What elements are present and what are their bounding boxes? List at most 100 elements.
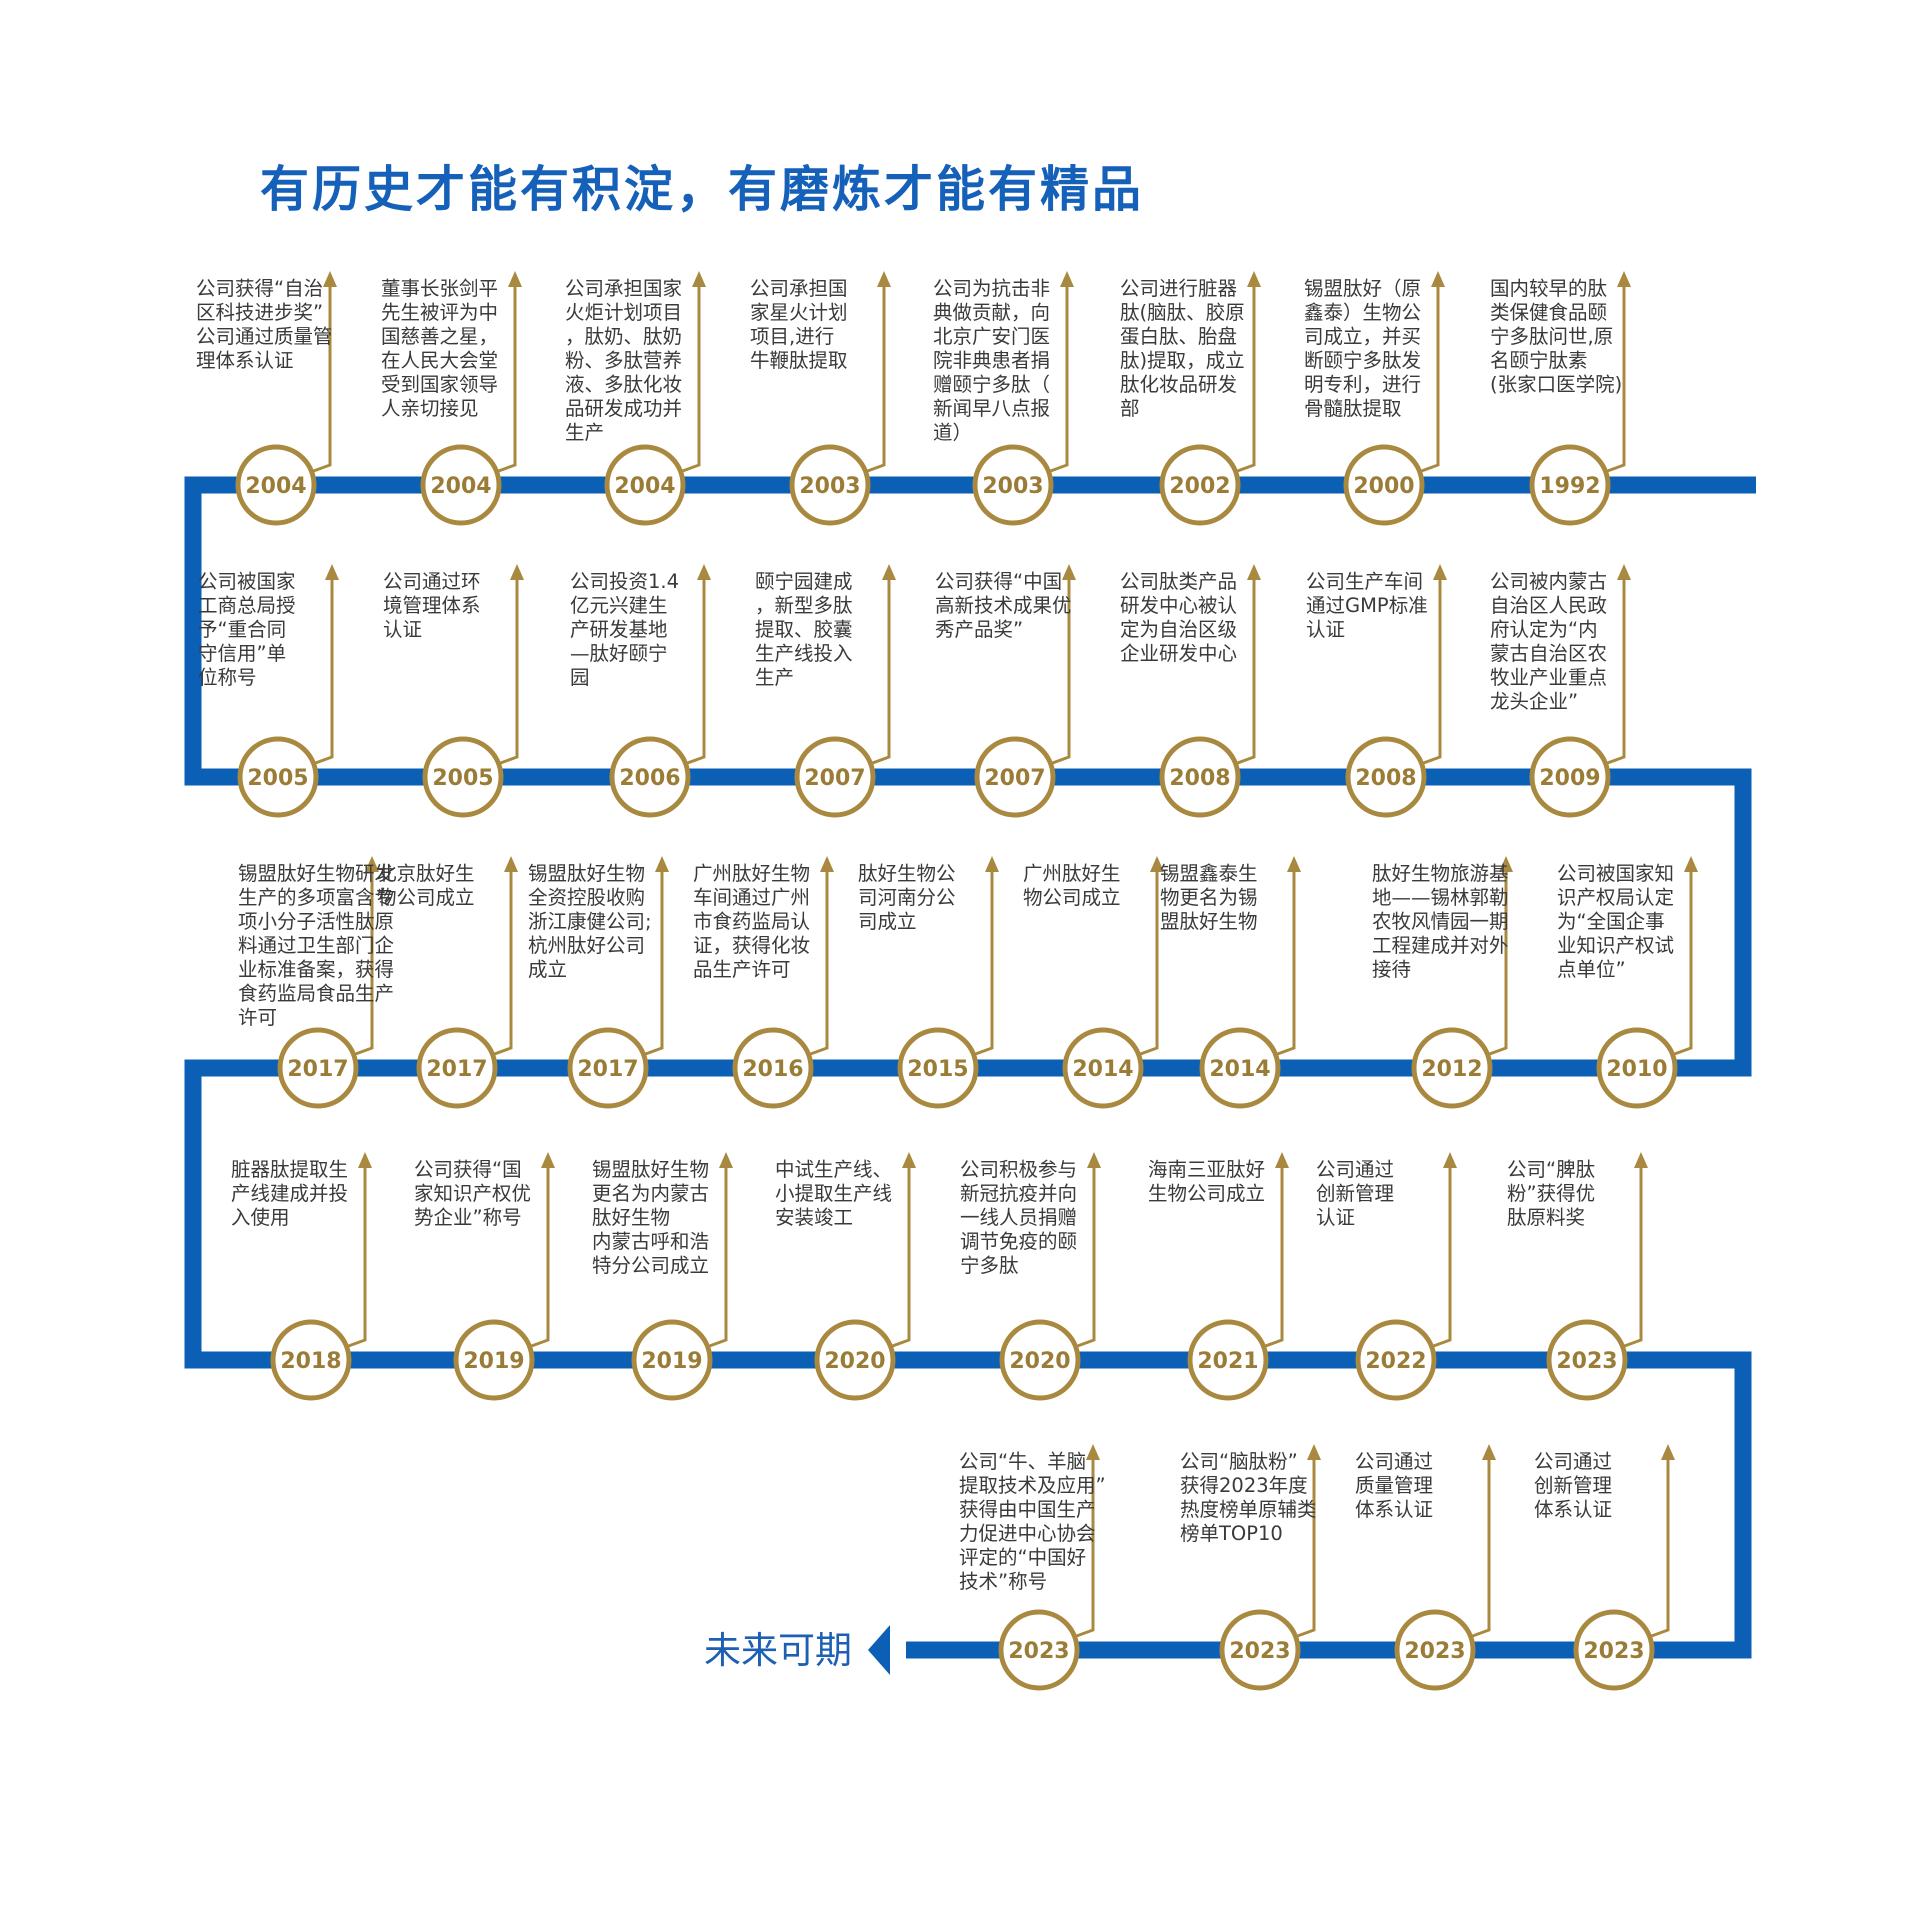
connector-arrow [681,578,706,767]
arrow-up-icon [1482,1444,1496,1460]
arrow-up-icon [541,1152,555,1168]
connector-arrow [488,870,513,1058]
connector-arrow [1046,578,1071,767]
year-circle [1159,444,1241,526]
connector-arrow [1601,578,1626,767]
event-description: 公司被国家 工商总局授 予“重合同 守信用”单 位称号 [198,570,296,689]
connector-arrow [1231,578,1256,767]
connector-arrow [1427,1166,1452,1350]
year-circle [1394,1609,1476,1691]
arrow-up-icon [1247,271,1261,287]
year-circle [631,1319,713,1401]
event-description: 公司为抗击非 典做贡献，向 北京广安门医 院非典患者捐 赠颐宁多肽（ 新闻早八点… [933,277,1051,444]
arrow-up-icon [365,856,379,872]
year-node: 2006 [609,736,691,818]
year-label: 2004 [614,474,675,499]
arrow-up-icon [1062,564,1076,580]
year-label: 2021 [1197,1349,1258,1374]
arrow-up-icon [697,564,711,580]
year-node: 2014 [1062,1027,1144,1109]
connector-arrow [1044,285,1069,475]
connector-arrow [1466,1458,1491,1640]
connector-arrow [1645,1458,1670,1640]
event-description: 肽好生物旅游基 地——锡林郭勒 农牧风情园一期 工程建成并对外 接待 [1372,862,1509,981]
year-node: 2002 [1159,444,1241,526]
year-node: 2005 [422,736,504,818]
year-node: 2018 [270,1319,352,1401]
year-label: 2014 [1209,1057,1270,1082]
arrow-up-icon [1086,1444,1100,1460]
arrow-up-icon [882,564,896,580]
year-label: 2019 [463,1349,524,1374]
year-label: 2017 [287,1057,348,1082]
arrow-up-icon [1275,1152,1289,1168]
connector-arrow [886,1166,911,1350]
connector-arrow [1231,285,1256,475]
year-circle [237,736,319,818]
arrow-up-icon [1431,271,1445,287]
year-circle [609,736,691,818]
year-circle [999,1319,1081,1401]
year-label: 2002 [1169,474,1230,499]
event-description: 公司通过环 境管理体系 认证 [383,570,481,641]
event-description: 公司通过 创新管理 体系认证 [1534,1450,1613,1521]
year-label: 2006 [619,766,680,791]
connector-arrow [1417,578,1442,767]
connector-arrow [866,578,891,767]
arrow-up-icon [358,1152,372,1168]
year-label: 2017 [577,1057,638,1082]
year-label: 2005 [432,766,493,791]
year-node: 2007 [974,736,1056,818]
event-description: 国内较早的肽 类保健食品颐 宁多肽问世,原 名颐宁肽素 (张家口医学院) [1490,277,1623,396]
year-label: 2020 [1009,1349,1070,1374]
arrow-up-icon [820,856,834,872]
event-description: 锡盟鑫泰生 物更名为锡 盟肽好生物 [1160,862,1258,933]
arrow-up-icon [1634,1152,1648,1168]
year-label: 2023 [1556,1349,1617,1374]
year-node: 2022 [1355,1319,1437,1401]
year-circle [998,1609,1080,1691]
year-circle [235,444,317,526]
year-circle [1187,1319,1269,1401]
event-description: 广州肽好生物 车间通过广州 市食药监局认 证，获得化妆 品生产许可 [693,862,811,981]
event-description: 公司获得“自治 区科技进步奖” 公司通过质量管 理体系认证 [196,277,333,372]
year-label: 1992 [1539,474,1600,499]
year-node: 2023 [998,1609,1080,1691]
arrow-up-icon [1150,856,1164,872]
year-node: 2004 [235,444,317,526]
arrow-up-icon [1443,1152,1457,1168]
year-circle [1355,1319,1437,1401]
event-description: 董事长张剑平 先生被评为中 国慈善之星， 在人民大会堂 受到国家领导 人亲切接见 [381,277,499,420]
event-description: 公司被内蒙古 自治区人民政 府认定为“内 蒙古自治区农 牧业产业重点 龙头企业” [1490,570,1608,713]
year-label: 2005 [247,766,308,791]
arrow-up-icon [1247,564,1261,580]
event-description: 公司通过 创新管理 认证 [1316,1158,1395,1229]
connector-arrow [969,870,994,1058]
arrow-up-icon [692,271,706,287]
event-description: 公司通过 质量管理 体系认证 [1355,1450,1434,1521]
connector-arrow [639,870,664,1058]
arrow-up-icon [1087,1152,1101,1168]
arrow-up-icon [1617,564,1631,580]
year-node: 2023 [1573,1609,1655,1691]
year-node: 2012 [1411,1027,1493,1109]
year-node: 2019 [453,1319,535,1401]
connector-arrow [1291,1458,1316,1640]
event-description: 脏器肽提取生 产线建成并投 入使用 [231,1158,349,1229]
year-label: 2008 [1169,766,1230,791]
year-circle [604,444,686,526]
year-circle [277,1027,359,1109]
arrow-left-icon [868,1625,890,1675]
arrow-up-icon [877,271,891,287]
event-description: 公司“牛、羊脑 提取技术及应用” 获得由中国生产 力促进中心协会 评定的“中国好… [959,1450,1106,1593]
year-node: 2009 [1529,736,1611,818]
year-circle [1343,444,1425,526]
connector-arrow [1668,870,1693,1058]
arrow-up-icon [1617,271,1631,287]
arrow-up-icon [323,271,337,287]
year-node: 2019 [631,1319,713,1401]
year-node: 2020 [814,1319,896,1401]
year-circle [416,1027,498,1109]
